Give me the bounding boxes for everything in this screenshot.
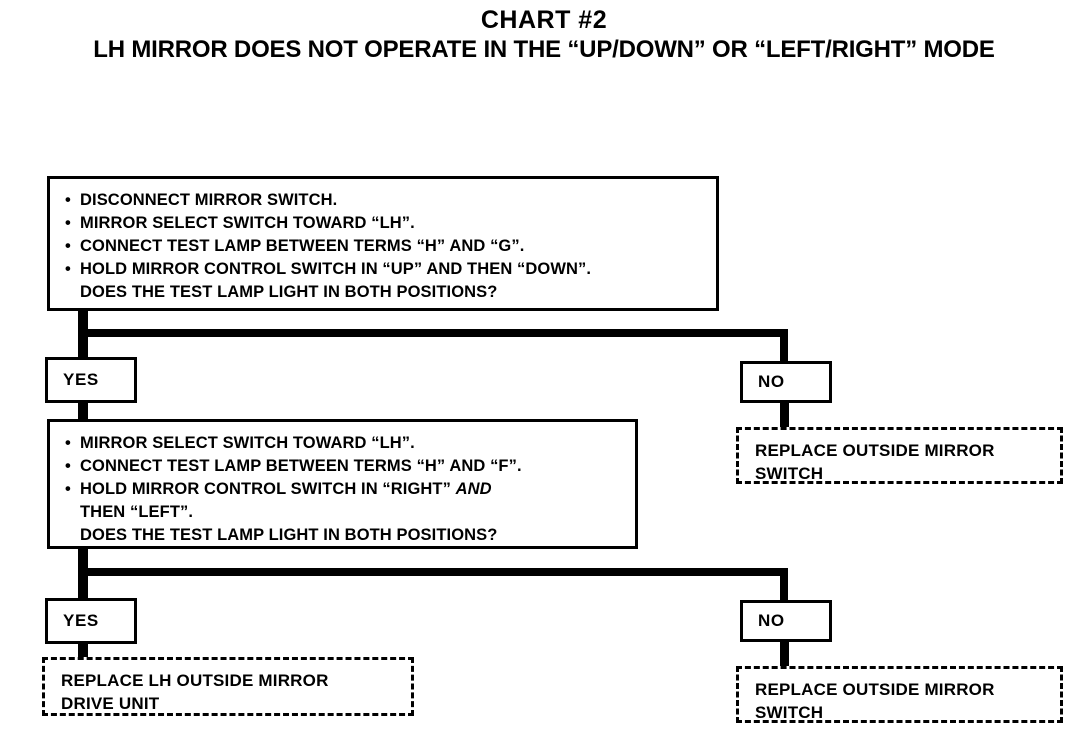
step-1-item-4-question: DOES THE TEST LAMP LIGHT IN BOTH POSITIO… — [80, 283, 498, 301]
chart-title: CHART #2 — [480, 6, 608, 34]
branch-no-1[interactable]: NO — [740, 361, 832, 403]
step-box-2: • MIRROR SELECT SWITCH TOWARD “LH”. • CO… — [47, 419, 638, 549]
bullet-icon: • — [65, 214, 71, 232]
step-2-item-3: • HOLD MIRROR CONTROL SWITCH IN “RIGHT” … — [64, 478, 623, 547]
result-box-yes-2: REPLACE LH OUTSIDE MIRROR DRIVE UNIT — [42, 657, 414, 716]
step-2-item-3-text: HOLD MIRROR CONTROL SWITCH IN “RIGHT” — [80, 480, 456, 498]
result-box-yes-2-text: REPLACE LH OUTSIDE MIRROR DRIVE UNIT — [61, 671, 329, 713]
branch-yes-2[interactable]: YES — [45, 598, 137, 644]
step-1-item-3-text: CONNECT TEST LAMP BETWEEN TERMS “H” AND … — [80, 237, 525, 255]
step-1-item-3: • CONNECT TEST LAMP BETWEEN TERMS “H” AN… — [64, 235, 704, 258]
branch-no-2[interactable]: NO — [740, 600, 832, 642]
step-box-1: • DISCONNECT MIRROR SWITCH. • MIRROR SEL… — [47, 176, 719, 311]
bullet-icon: • — [65, 457, 71, 475]
result-box-no-1: REPLACE OUTSIDE MIRROR SWITCH — [736, 427, 1063, 484]
step-1-item-4: • HOLD MIRROR CONTROL SWITCH IN “UP” AND… — [64, 258, 704, 304]
connector-no2-to-result — [780, 641, 789, 667]
step-1-item-1-text: DISCONNECT MIRROR SWITCH. — [80, 191, 338, 209]
connector-step1-down — [78, 308, 88, 368]
result-box-no-2: REPLACE OUTSIDE MIRROR SWITCH — [736, 666, 1063, 723]
chart-subtitle: LH MIRROR DOES NOT OPERATE IN THE “UP/DO… — [93, 36, 995, 63]
connector-yes2-to-result — [78, 643, 88, 665]
result-box-no-2-text: REPLACE OUTSIDE MIRROR SWITCH — [755, 680, 995, 722]
step-2-item-3-question: DOES THE TEST LAMP LIGHT IN BOTH POSITIO… — [80, 526, 498, 544]
step-1-item-4-text: HOLD MIRROR CONTROL SWITCH IN “UP” AND T… — [80, 260, 592, 278]
step-1-item-1: • DISCONNECT MIRROR SWITCH. — [64, 189, 704, 212]
connector-no2-down — [780, 568, 788, 606]
connector-no1-to-result — [780, 400, 789, 428]
step-2-item-3-emphasis: AND — [455, 480, 492, 498]
connector-yes1-to-step2 — [78, 400, 88, 422]
result-box-no-1-text: REPLACE OUTSIDE MIRROR SWITCH — [755, 441, 995, 483]
branch-yes-1[interactable]: YES — [45, 357, 137, 403]
step-2-list: • MIRROR SELECT SWITCH TOWARD “LH”. • CO… — [64, 432, 623, 547]
bullet-icon: • — [65, 191, 71, 209]
branch-yes-2-label: YES — [63, 611, 99, 630]
branch-no-2-label: NO — [758, 611, 785, 630]
step-1-item-2-text: MIRROR SELECT SWITCH TOWARD “LH”. — [80, 214, 415, 232]
step-2-item-3-cont: THEN “LEFT”. — [80, 503, 194, 521]
bullet-icon: • — [65, 434, 71, 452]
branch-no-1-label: NO — [758, 372, 785, 391]
bullet-icon: • — [65, 480, 71, 498]
step-2-item-2-text: CONNECT TEST LAMP BETWEEN TERMS “H” AND … — [80, 457, 522, 475]
bullet-icon: • — [65, 237, 71, 255]
connector-step2-to-no2 — [78, 568, 788, 576]
bullet-icon: • — [65, 260, 71, 278]
connector-step1-to-no1 — [78, 329, 788, 337]
step-1-item-2: • MIRROR SELECT SWITCH TOWARD “LH”. — [64, 212, 704, 235]
step-1-list: • DISCONNECT MIRROR SWITCH. • MIRROR SEL… — [64, 189, 704, 304]
connector-no1-down — [780, 329, 788, 369]
step-2-item-2: • CONNECT TEST LAMP BETWEEN TERMS “H” AN… — [64, 455, 623, 478]
step-2-item-1-text: MIRROR SELECT SWITCH TOWARD “LH”. — [80, 434, 415, 452]
step-2-item-1: • MIRROR SELECT SWITCH TOWARD “LH”. — [64, 432, 623, 455]
branch-yes-1-label: YES — [63, 370, 99, 389]
